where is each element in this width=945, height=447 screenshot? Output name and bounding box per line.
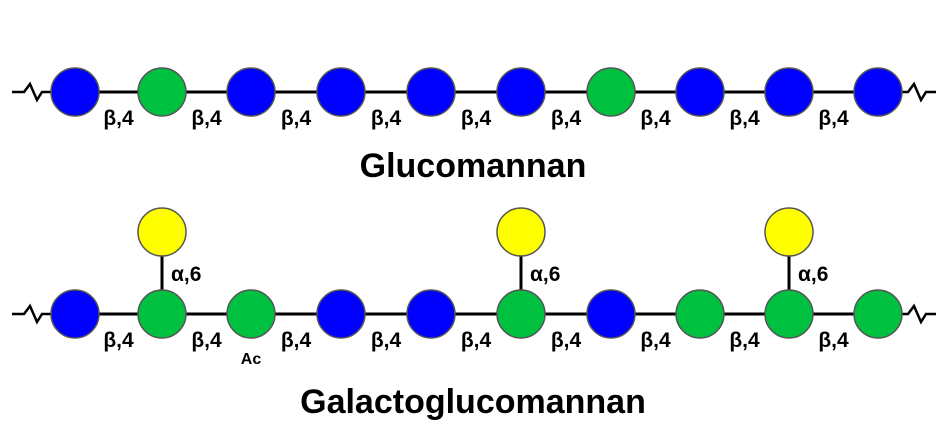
gm-left-end-squiggle (12, 81, 51, 103)
gm-linkage-label: β,4 (640, 107, 671, 130)
mannose-residue (496, 67, 546, 117)
gm-right-end-squiggle (902, 81, 936, 103)
mannose-residue (764, 67, 814, 117)
glucomannan-title: Glucomannan (360, 147, 587, 185)
gm-linkage-label: β,4 (371, 107, 402, 130)
gm-linkage-label: β,4 (103, 107, 134, 130)
glucose-residue (764, 289, 814, 339)
ggm-linkage-label: β,4 (281, 329, 312, 352)
glucose-residue (226, 289, 276, 339)
ggm-linkage-label: β,4 (371, 329, 402, 352)
mannose-residue (226, 67, 276, 117)
glucose-residue (853, 289, 903, 339)
glucose-residue (675, 289, 725, 339)
gm-linkage-label: β,4 (461, 107, 492, 130)
ggm-linkage-label: β,4 (640, 329, 671, 352)
glucose-residue (137, 289, 187, 339)
mannose-residue (675, 67, 725, 117)
ggm-acetyl-label: Ac (241, 351, 262, 368)
mannose-residue (316, 67, 366, 117)
mannose-residue (406, 289, 456, 339)
galactoglucomannan-title: Galactoglucomannan (300, 383, 646, 421)
mannose-residue (853, 67, 903, 117)
gm-linkage-label: β,4 (729, 107, 760, 130)
ggm-branch-linkage-label: α,6 (171, 263, 201, 286)
mannose-residue (316, 289, 366, 339)
ggm-linkage-label: β,4 (551, 329, 582, 352)
gm-linkage-label: β,4 (818, 107, 849, 130)
galactose-residue (764, 207, 814, 257)
ggm-linkage-label: β,4 (729, 329, 760, 352)
ggm-right-end-squiggle (902, 303, 936, 325)
glucomannan-structure: β,4 β,4 β,4 β,4 β,4 β,4 β,4 β,4 β,4 (12, 67, 936, 130)
glucose-residue (496, 289, 546, 339)
ggm-linkage-label: β,4 (818, 329, 849, 352)
mannose-residue (406, 67, 456, 117)
ggm-linkage-label: β,4 (191, 329, 222, 352)
gm-linkage-label: β,4 (551, 107, 582, 130)
gm-linkage-label: β,4 (191, 107, 222, 130)
glucose-residue (586, 67, 636, 117)
galactoglucomannan-structure: β,4 β,4 β,4 β,4 β,4 β,4 β,4 β,4 β,4 α,6 α,6 α,6Ac (12, 207, 936, 368)
mannose-residue (586, 289, 636, 339)
ggm-linkage-label: β,4 (103, 329, 134, 352)
ggm-branch-linkage-label: α,6 (530, 263, 560, 286)
ggm-left-end-squiggle (12, 303, 51, 325)
gm-linkage-label: β,4 (281, 107, 312, 130)
ggm-branch-linkage-label: α,6 (798, 263, 828, 286)
galactose-residue (137, 207, 187, 257)
mannose-residue (50, 289, 100, 339)
galactose-residue (496, 207, 546, 257)
ggm-linkage-label: β,4 (461, 329, 492, 352)
glucose-residue (137, 67, 187, 117)
mannose-residue (50, 67, 100, 117)
